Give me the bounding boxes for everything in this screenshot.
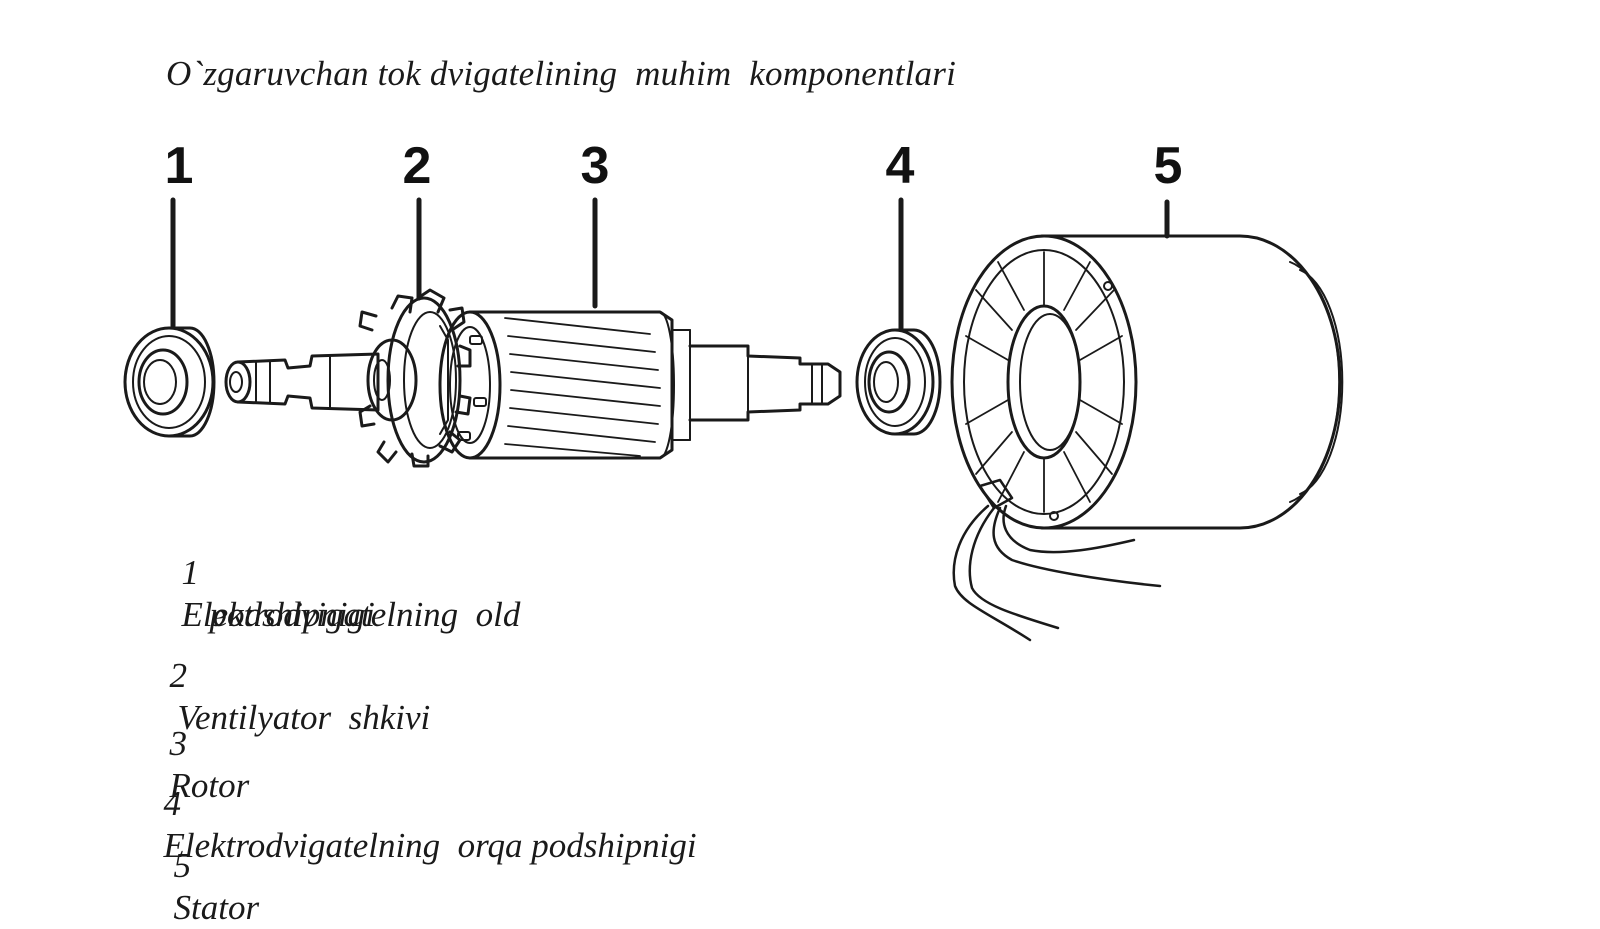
legend-item-1: 1 Elektrodvigatelning old bbox=[164, 510, 521, 636]
legend-text: podshipnigi bbox=[209, 595, 375, 634]
legend-number: 3 bbox=[169, 724, 188, 763]
callout-number-4: 4 bbox=[885, 137, 915, 195]
front-bearing-icon bbox=[123, 326, 216, 438]
rear-bearing-icon bbox=[855, 328, 942, 436]
legend-text: Elektrodvigatelning old bbox=[181, 595, 521, 634]
legend-number: 4 bbox=[163, 784, 182, 823]
legend-text: Ventilyator shkivi bbox=[177, 698, 431, 737]
legend-item-3: 3 Rotor bbox=[152, 681, 250, 807]
legend-number: 2 bbox=[169, 656, 188, 695]
diagram-title: O`zgaruvchan tok dvigatelining muhim kom… bbox=[166, 54, 957, 93]
stator-icon bbox=[950, 234, 1344, 530]
legend-item-2: 2 Ventilyator shkivi bbox=[152, 613, 431, 739]
legend-number: 5 bbox=[173, 846, 192, 885]
stator-lead-wires bbox=[952, 504, 1162, 642]
legend-text: Stator bbox=[173, 888, 260, 927]
legend-item-1-continued: podshipnigi bbox=[192, 552, 375, 636]
callout-number-1: 1 bbox=[164, 137, 194, 195]
rotor-shaft-left bbox=[224, 352, 380, 412]
rotor-icon bbox=[438, 310, 691, 460]
callout-number-2: 2 bbox=[402, 137, 432, 195]
legend-item-5: 5 Stator bbox=[156, 803, 260, 929]
motor-exploded-diagram bbox=[123, 197, 1344, 642]
callout-number-3: 3 bbox=[580, 137, 610, 195]
legend-number: 1 bbox=[181, 553, 200, 592]
legend-text: Rotor bbox=[169, 766, 250, 805]
callout-number-5: 5 bbox=[1153, 137, 1183, 195]
rotor-shaft-right bbox=[688, 344, 842, 422]
leader-lines bbox=[170, 197, 1170, 331]
legend-item-4: 4 Elektrodvigatelning orqa podshipnigi bbox=[146, 741, 697, 867]
legend-text: Elektrodvigatelning orqa podshipnigi bbox=[163, 826, 697, 865]
